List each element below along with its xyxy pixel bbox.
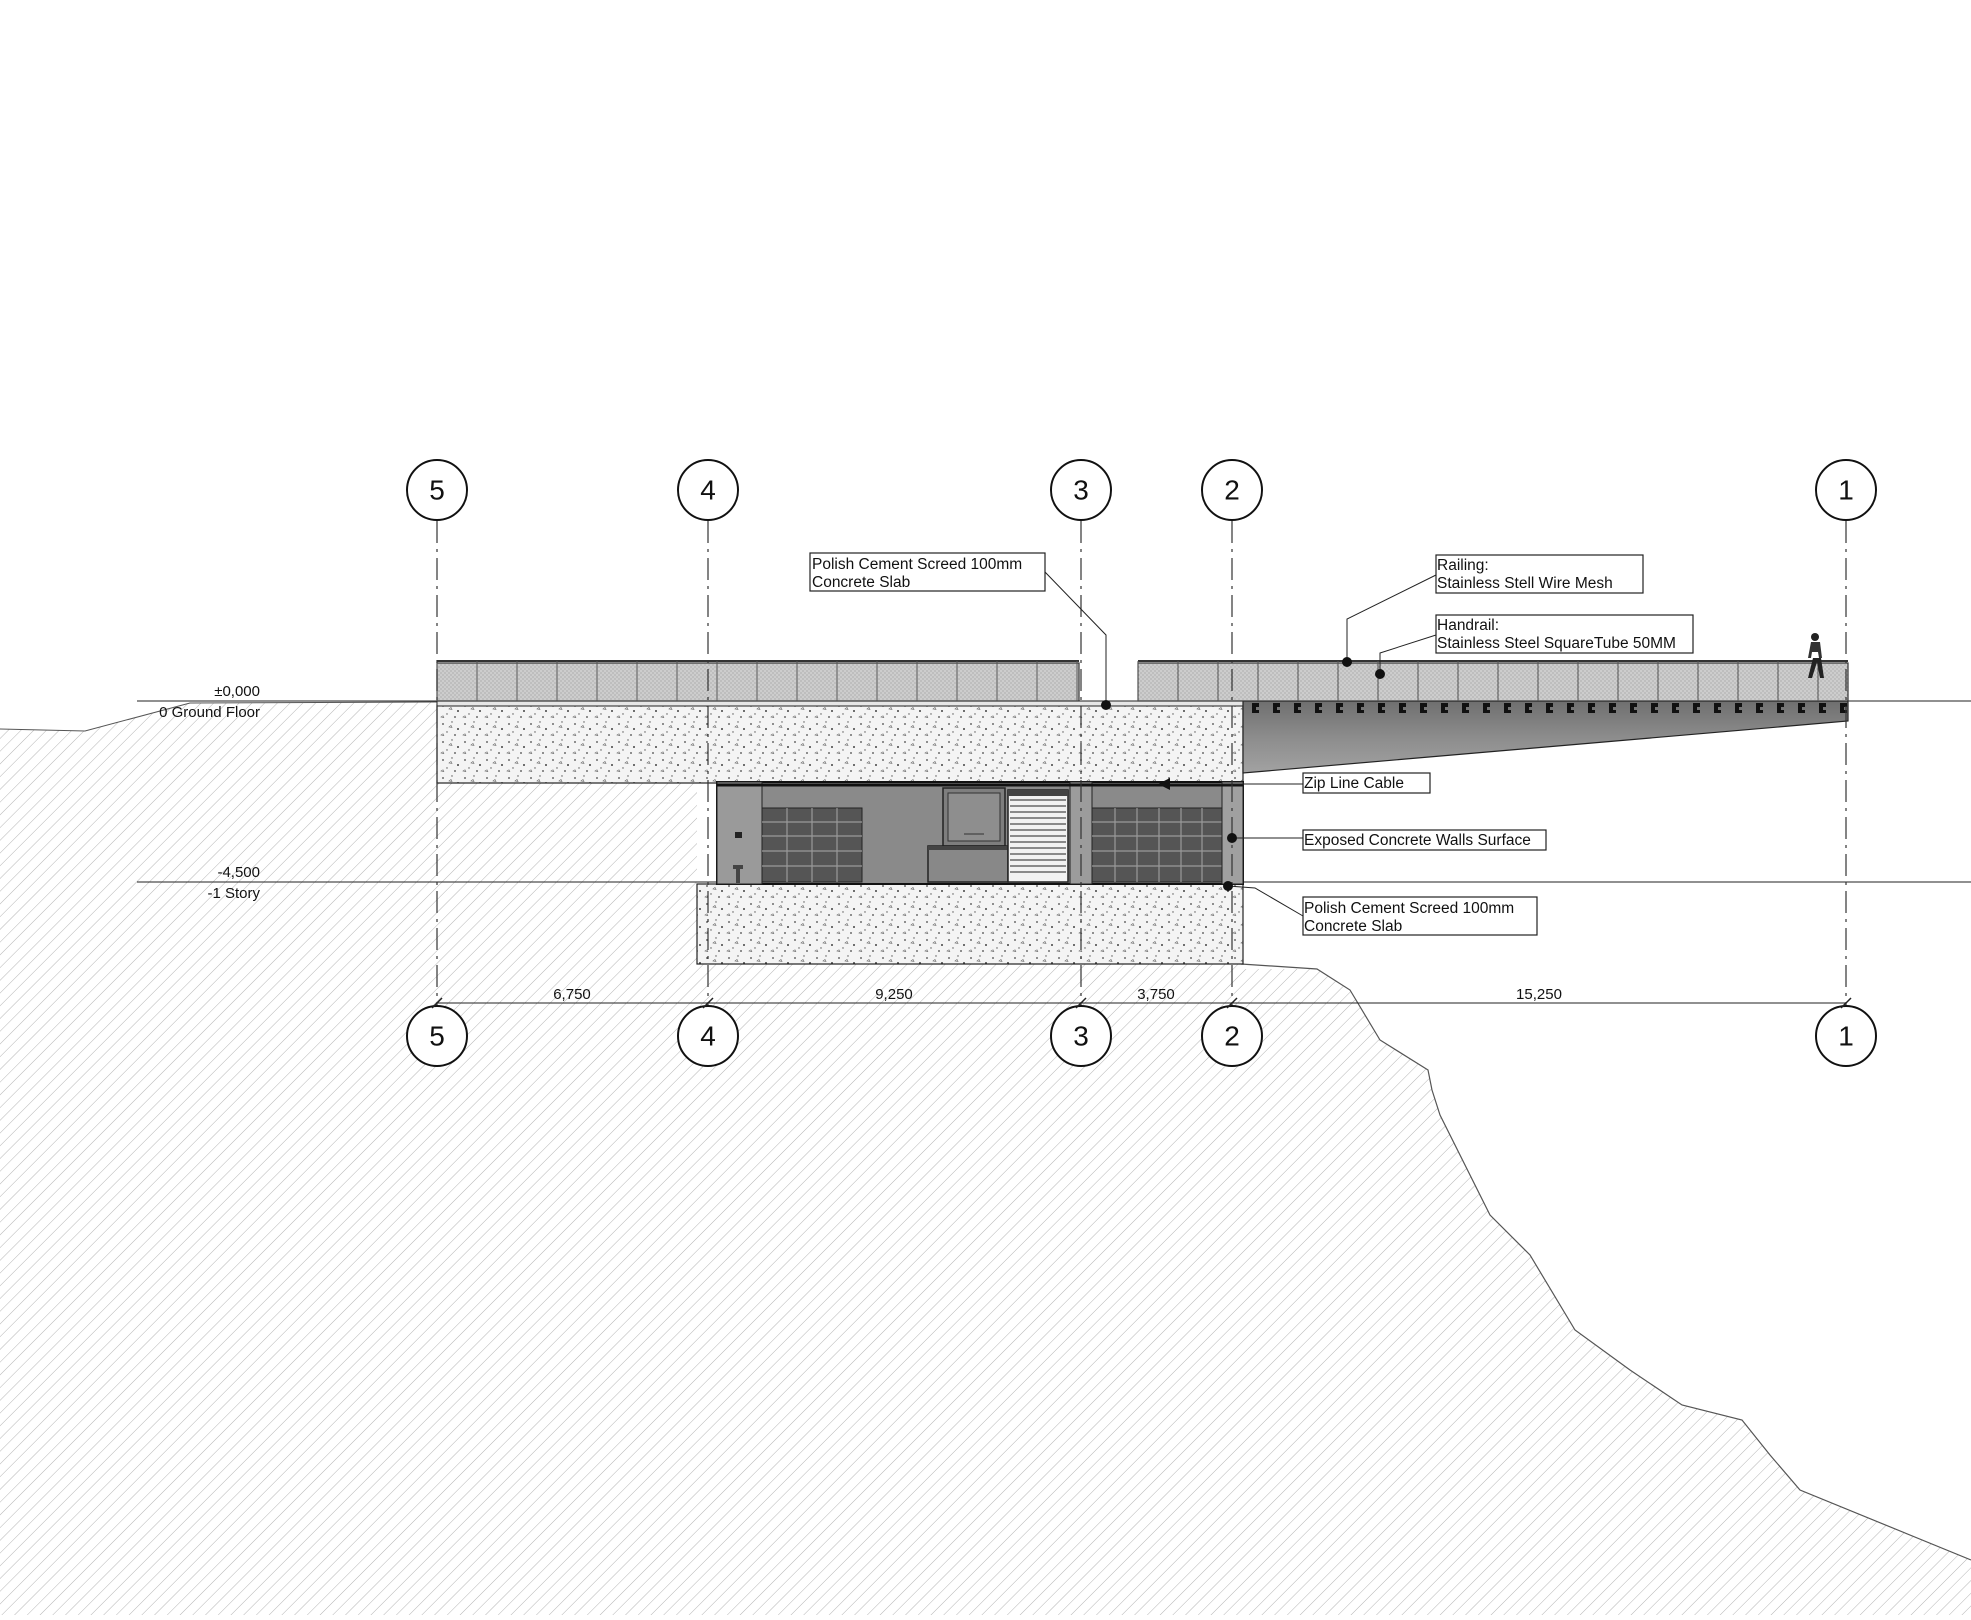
svg-text:4: 4: [700, 475, 716, 506]
dimension-line: 6,750 9,250 3,750 15,250: [431, 986, 1852, 1009]
deck-anchor: [1630, 703, 1637, 713]
svg-text:Polish Cement Screed 100mm: Polish Cement Screed 100mm: [812, 556, 1022, 573]
svg-text:3: 3: [1073, 475, 1089, 506]
grid-bubble-3-top: 3: [1050, 459, 1112, 521]
annotation-bottom-slab: Polish Cement Screed 100mm Concrete Slab: [1223, 881, 1538, 936]
deck-anchor: [1441, 703, 1448, 713]
level-minus-one: -4,500 -1 Story: [207, 864, 260, 902]
deck-anchor: [1609, 703, 1616, 713]
svg-text:Railing:: Railing:: [1437, 557, 1489, 574]
dimension-2-1: 15,250: [1516, 986, 1562, 1003]
grid-bubble-5-top: 5: [406, 459, 468, 521]
deck-anchor: [1378, 703, 1385, 713]
svg-text:5: 5: [429, 1021, 445, 1052]
earth-hatch: [0, 702, 1971, 1615]
svg-text:4: 4: [700, 1021, 716, 1052]
grid-bubble-1-top: 1: [1815, 459, 1877, 521]
deck-anchor: [1798, 703, 1805, 713]
deck-anchor: [1357, 703, 1364, 713]
level-ground-value: ±0,000: [214, 683, 260, 700]
svg-text:Polish Cement Screed 100mm: Polish Cement Screed 100mm: [1304, 900, 1514, 917]
grid-bubbles-top: 5 4 3 2 1: [406, 459, 1877, 521]
dimension-5-4: 6,750: [553, 986, 591, 1003]
svg-text:3: 3: [1073, 1021, 1089, 1052]
deck-anchor: [1567, 703, 1574, 713]
grid-bubble-2-bottom: 2: [1201, 1005, 1263, 1067]
left-shelving-unit: [761, 807, 863, 883]
svg-text:Handrail:: Handrail:: [1437, 617, 1499, 634]
ground-profile-line: [0, 701, 438, 732]
level-minus-one-name: -1 Story: [207, 885, 260, 902]
deck-anchor: [1399, 703, 1406, 713]
deck-anchor: [1462, 703, 1469, 713]
grid-bubble-1-bottom: 1: [1815, 1005, 1877, 1067]
deck-anchor: [1483, 703, 1490, 713]
deck-anchor: [1336, 703, 1343, 713]
deck-anchor: [1651, 703, 1658, 713]
stair: [1007, 789, 1069, 883]
deck-anchor: [1588, 703, 1595, 713]
wall-switch: [735, 832, 742, 838]
svg-text:5: 5: [429, 475, 445, 506]
grid-axes: [436, 521, 1847, 1005]
deck-anchor: [1420, 703, 1427, 713]
level-ground-floor: ±0,000 0 Ground Floor: [159, 683, 260, 721]
deck-anchor: [1525, 703, 1532, 713]
deck-anchor: [1714, 703, 1721, 713]
right-shelving-unit: [1091, 807, 1223, 883]
deck-anchor: [1546, 703, 1553, 713]
deck-anchor: [1840, 703, 1847, 713]
grid-bubble-4-top: 4: [677, 459, 739, 521]
annotation-walls: Exposed Concrete Walls Surface: [1227, 829, 1547, 851]
dimension-3-2: 3,750: [1137, 986, 1175, 1003]
svg-text:Exposed Concrete Walls Surface: Exposed Concrete Walls Surface: [1304, 832, 1531, 849]
svg-text:Concrete Slab: Concrete Slab: [812, 574, 910, 591]
wash-basin-icon: [733, 865, 743, 883]
svg-text:1: 1: [1838, 1021, 1854, 1052]
top-concrete-slab: [436, 704, 1244, 784]
svg-text:Concrete Slab: Concrete Slab: [1304, 918, 1402, 935]
svg-text:Zip Line Cable: Zip Line Cable: [1304, 775, 1404, 792]
deck-anchor: [1273, 703, 1280, 713]
top-slab-screed: [436, 700, 1244, 707]
dimension-4-3: 9,250: [875, 986, 913, 1003]
railing-right: [1137, 660, 1849, 702]
annotation-top-slab: Polish Cement Screed 100mm Concrete Slab: [809, 552, 1111, 710]
railing-left: [436, 660, 1080, 702]
person-figure: [1808, 633, 1824, 678]
cliff-profile-line: [1240, 963, 1971, 1561]
annotation-handrail: Handrail: Stainless Steel SquareTube 50M…: [1375, 614, 1694, 679]
svg-text:2: 2: [1224, 475, 1240, 506]
grid-bubbles-bottom: 5 4 3 2 1: [406, 1005, 1877, 1067]
grid-bubble-5-bottom: 5: [406, 1005, 468, 1067]
deck-anchors: [1252, 703, 1847, 713]
deck-anchor: [1315, 703, 1322, 713]
level-ground-name: 0 Ground Floor: [159, 704, 260, 721]
deck-anchor: [1252, 703, 1259, 713]
deck-anchor: [1756, 703, 1763, 713]
svg-text:2: 2: [1224, 1021, 1240, 1052]
grid-bubble-4-bottom: 4: [677, 1005, 739, 1067]
svg-text:Stainless Stell Wire Mesh: Stainless Stell Wire Mesh: [1437, 575, 1613, 592]
deck-anchor: [1819, 703, 1826, 713]
grid-bubble-3-bottom: 3: [1050, 1005, 1112, 1067]
annotation-zip-line: Zip Line Cable: [1158, 772, 1431, 794]
deck-anchor: [1672, 703, 1679, 713]
deck-anchor: [1735, 703, 1742, 713]
deck-anchor: [1693, 703, 1700, 713]
svg-text:Stainless Steel SquareTube 50M: Stainless Steel SquareTube 50MM: [1437, 635, 1676, 652]
deck-anchor: [1777, 703, 1784, 713]
level-minus-one-value: -4,500: [217, 864, 260, 881]
bottom-concrete-slab: [696, 883, 1244, 965]
svg-text:1: 1: [1838, 475, 1854, 506]
grid-bubble-2-top: 2: [1201, 459, 1263, 521]
deck-anchor: [1504, 703, 1511, 713]
deck-anchor: [1294, 703, 1301, 713]
annotation-railing: Railing: Stainless Stell Wire Mesh: [1342, 554, 1644, 667]
